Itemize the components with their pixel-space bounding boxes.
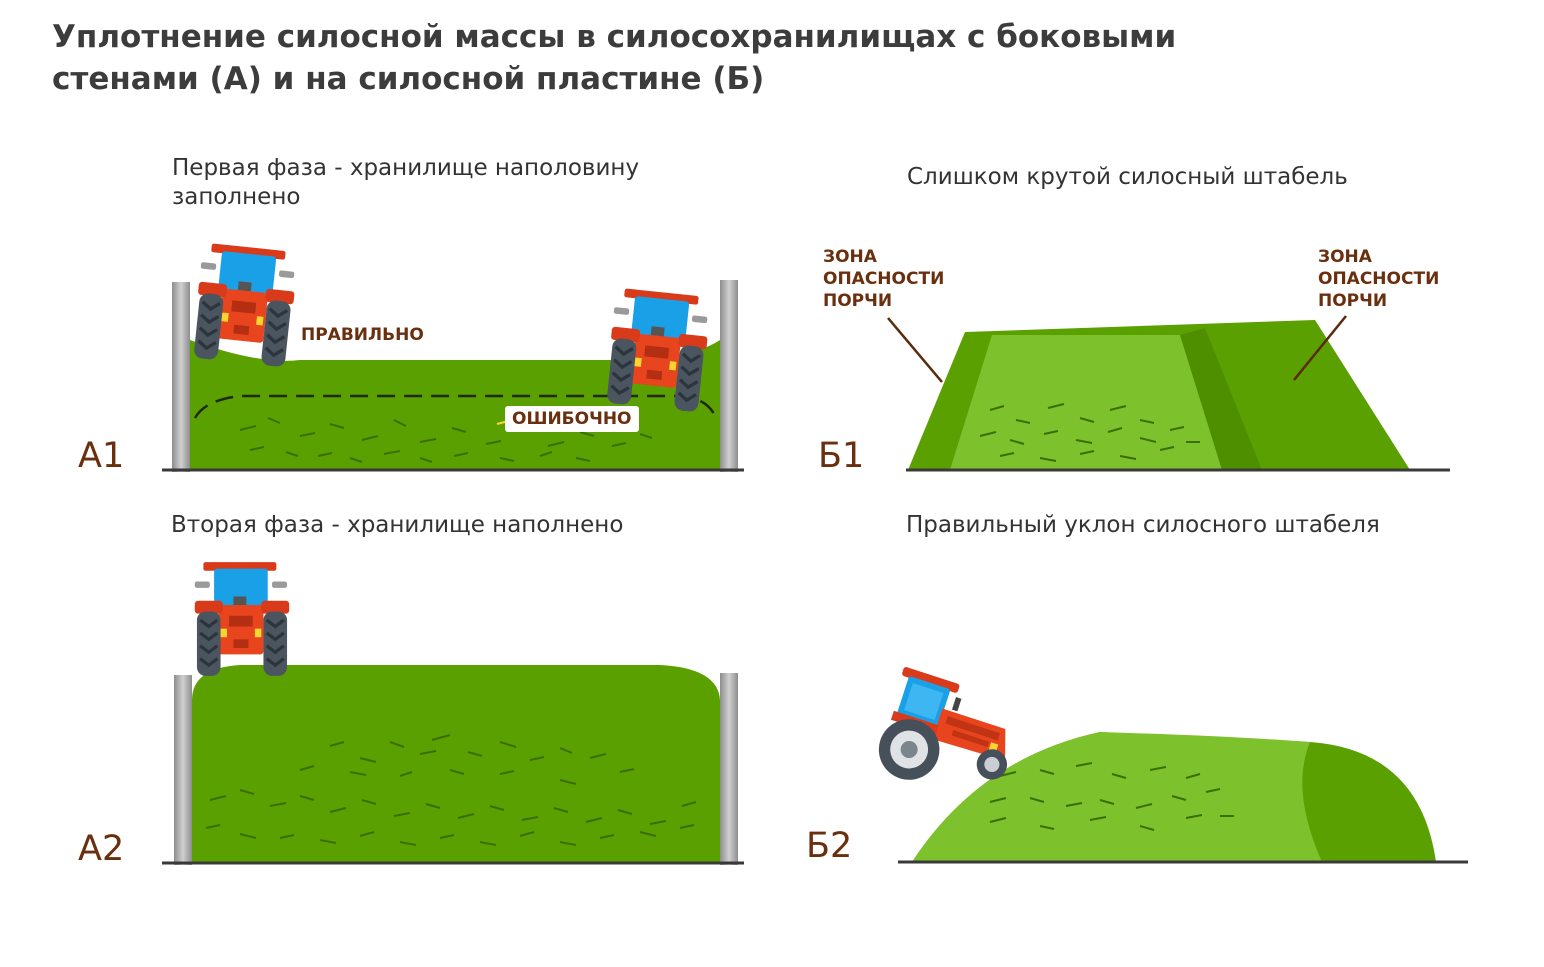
silo-wall-left-a1 xyxy=(172,282,190,472)
danger-left-line-3: ПОРЧИ xyxy=(823,291,893,311)
caption-b2: Правильный уклон силосного штабеля xyxy=(906,511,1380,540)
caption-a1-line-2: заполнено xyxy=(172,184,301,210)
pointer-danger-left xyxy=(887,317,943,383)
caption-b1: Слишком крутой силосный штабель xyxy=(907,163,1348,192)
title-line-1: Уплотнение силосной массы в силосохранил… xyxy=(52,19,1177,55)
panel-label-b1: Б1 xyxy=(818,436,865,476)
silo-a2 xyxy=(162,560,744,865)
caption-a2-text: Вторая фаза - хранилище наполнено xyxy=(171,512,624,538)
caption-a2: Вторая фаза - хранилище наполнено xyxy=(171,511,623,540)
panel-label-a2: А2 xyxy=(78,829,125,869)
tractor-icon xyxy=(193,560,291,678)
silo-wall-left-a2 xyxy=(174,675,192,865)
silage-texture-a1 xyxy=(239,417,653,463)
silage-stack-face-b1 xyxy=(950,335,1222,470)
note-wrong: ОШИБОЧНО xyxy=(505,406,639,432)
silage-stack-face-b2 xyxy=(912,732,1322,862)
caption-a1: Первая фаза - хранилище наполовину запол… xyxy=(172,154,639,212)
danger-left-line-1: ЗОНА xyxy=(823,247,877,267)
wrong-layer-line-a1 xyxy=(193,394,718,419)
danger-right-line-2: ОПАСНОСТИ xyxy=(1318,269,1440,289)
note-correct: ПРАВИЛЬНО xyxy=(301,325,424,345)
panel-label-b2: Б2 xyxy=(806,826,853,866)
silage-texture-b1 xyxy=(979,403,1200,462)
danger-right-line-3: ПОРЧИ xyxy=(1318,291,1388,311)
page-title: Уплотнение силосной массы в силосохранил… xyxy=(52,16,1252,100)
silage-stack-shadow-b1 xyxy=(1180,328,1262,470)
danger-right-line-1: ЗОНА xyxy=(1318,247,1372,267)
stack-b1 xyxy=(887,315,1450,472)
title-line-2: стенами (А) и на силосной пластине (Б) xyxy=(52,61,765,97)
silo-wall-right-a2 xyxy=(720,673,738,865)
note-danger-left: ЗОНА ОПАСНОСТИ ПОРЧИ xyxy=(823,246,944,312)
caption-b2-text: Правильный уклон силосного штабеля xyxy=(906,512,1380,538)
pointer-danger-right xyxy=(1293,315,1347,381)
silage-texture-a2 xyxy=(205,734,697,846)
stack-b2 xyxy=(870,666,1468,864)
silage-mass-a2 xyxy=(192,665,720,862)
panel-label-a1: А1 xyxy=(78,436,125,476)
silage-texture-b2 xyxy=(989,762,1234,831)
tractor-icon xyxy=(189,240,301,370)
silage-mass-a1 xyxy=(190,340,720,470)
caption-b1-text: Слишком крутой силосный штабель xyxy=(907,164,1348,190)
silo-a1 xyxy=(162,240,744,472)
note-danger-right: ЗОНА ОПАСНОСТИ ПОРЧИ xyxy=(1318,246,1439,312)
danger-left-line-2: ОПАСНОСТИ xyxy=(823,269,945,289)
silo-wall-right-a1 xyxy=(720,280,738,472)
caption-a1-line-1: Первая фаза - хранилище наполовину xyxy=(172,155,640,181)
